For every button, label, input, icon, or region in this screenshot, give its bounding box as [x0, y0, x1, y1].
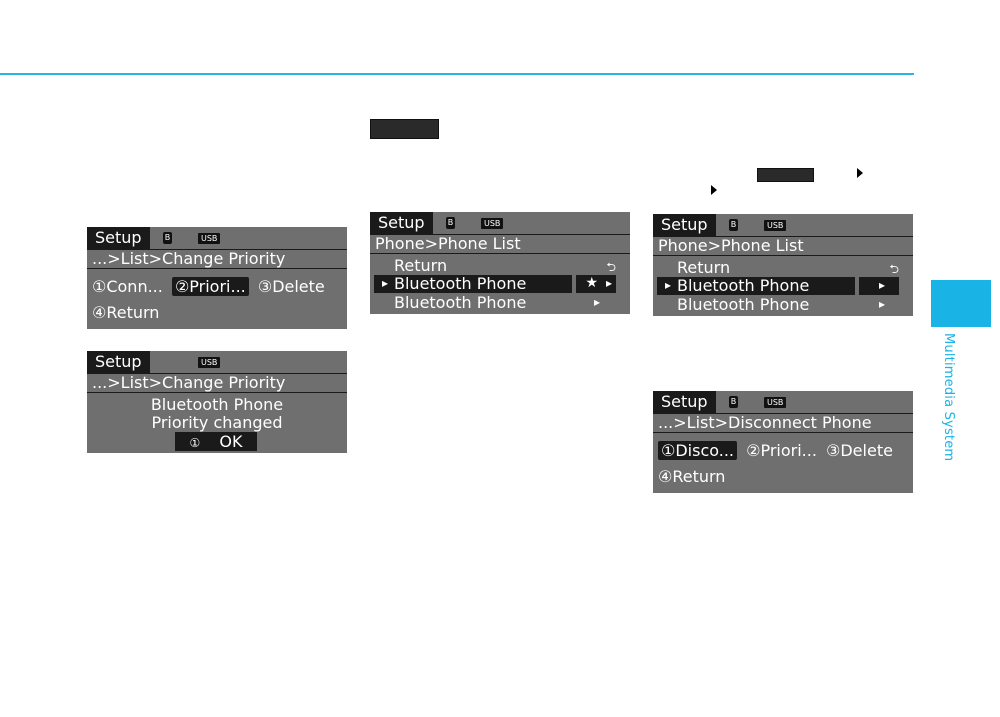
arrow-right-icon: ▸ — [605, 276, 612, 290]
setup-tab: Setup — [653, 391, 716, 413]
divider — [370, 253, 630, 254]
breadcrumb: ...>List>Change Priority — [92, 373, 286, 392]
key-label-box-small — [757, 168, 814, 182]
arrow-right-icon: ▸ — [878, 297, 885, 311]
ok-number: ① — [189, 436, 201, 450]
screen-disconnect-menu: Setup B USB ...>List>Disconnect Phone ①D… — [653, 391, 913, 493]
selected-row-bg — [657, 277, 855, 295]
bluetooth-icon: B — [729, 396, 738, 408]
bluetooth-icon: B — [729, 219, 738, 231]
return-icon: ⮌ — [606, 260, 616, 274]
options-row: ①Conn... ②Priori... ③Delete — [92, 277, 342, 296]
ok-button[interactable]: ① OK — [175, 432, 257, 451]
option-priority[interactable]: ②Priori... — [171, 277, 249, 296]
list-item-phone-1[interactable]: Bluetooth Phone — [677, 276, 810, 295]
return-icon: ⮌ — [889, 262, 899, 276]
screen-header: Setup B USB — [653, 391, 913, 414]
divider — [87, 392, 347, 393]
selected-row-bg — [374, 275, 572, 293]
usb-icon: USB — [198, 357, 221, 368]
bluetooth-icon: B — [163, 232, 172, 244]
breadcrumb: ...>List>Change Priority — [92, 249, 286, 268]
ok-label: OK — [219, 432, 243, 451]
option-delete[interactable]: ③Delete — [257, 277, 325, 296]
cursor-icon: ▸ — [665, 278, 672, 292]
option-disconnect[interactable]: ①Disco... — [658, 441, 738, 460]
arrow-right-icon: ▸ — [878, 278, 885, 292]
usb-icon: USB — [198, 233, 221, 244]
screen-header: Setup B USB — [653, 214, 913, 237]
option-priority[interactable]: ②Priori... — [746, 441, 817, 460]
option-delete[interactable]: ③Delete — [826, 441, 893, 460]
cursor-icon: ▸ — [382, 276, 389, 290]
usb-icon: USB — [481, 218, 504, 229]
message-line-1: Bluetooth Phone — [150, 395, 284, 414]
screen-header: Setup USB — [87, 351, 347, 374]
section-tab-marker — [931, 280, 991, 327]
usb-icon: USB — [764, 397, 787, 408]
list-item-phone-2[interactable]: Bluetooth Phone — [677, 295, 810, 314]
section-side-label: Multimedia System — [941, 333, 956, 462]
screen-header: Setup B USB — [370, 212, 630, 235]
list-item-phone-1[interactable]: Bluetooth Phone — [394, 274, 527, 293]
options-row: ①Disco... ②Priori... ③Delete — [658, 441, 908, 460]
divider — [87, 268, 347, 269]
option-return[interactable]: ④Return — [92, 303, 160, 322]
setup-tab: Setup — [87, 227, 150, 249]
screen-phone-list: Setup B USB Phone>Phone List Return ⮌ ▸ … — [653, 214, 913, 316]
list-item-return[interactable]: Return — [394, 256, 448, 275]
screen-header: Setup B USB — [87, 227, 347, 250]
key-label-box — [370, 119, 439, 139]
message-line-2: Priority changed — [151, 413, 283, 432]
screen-title: Phone>Phone List — [375, 234, 521, 253]
option-connect[interactable]: ①Conn... — [92, 277, 163, 296]
star-icon: ★ — [585, 275, 598, 291]
screen-title: Phone>Phone List — [658, 236, 804, 255]
header-rule — [0, 73, 914, 75]
setup-tab: Setup — [370, 212, 433, 234]
setup-tab: Setup — [87, 351, 150, 373]
arrow-right-icon — [711, 185, 717, 195]
bluetooth-icon: B — [446, 217, 455, 229]
selected-row-action-bg — [859, 277, 899, 295]
arrow-right-icon: ▸ — [593, 295, 600, 309]
list-item-return[interactable]: Return — [677, 258, 731, 277]
screen-priority-changed: Setup USB ...>List>Change Priority Bluet… — [87, 351, 347, 453]
selected-row-action-bg — [576, 275, 616, 293]
screen-priority-menu: Setup B USB ...>List>Change Priority ①Co… — [87, 227, 347, 329]
divider — [653, 432, 913, 433]
setup-tab: Setup — [653, 214, 716, 236]
divider — [653, 255, 913, 256]
screen-phone-list-favorite: Setup B USB Phone>Phone List Return ⮌ ▸ … — [370, 212, 630, 314]
list-item-phone-2[interactable]: Bluetooth Phone — [394, 293, 527, 312]
option-return[interactable]: ④Return — [658, 467, 726, 486]
arrow-right-icon — [857, 168, 863, 178]
breadcrumb: ...>List>Disconnect Phone — [658, 413, 872, 432]
usb-icon: USB — [764, 220, 787, 231]
